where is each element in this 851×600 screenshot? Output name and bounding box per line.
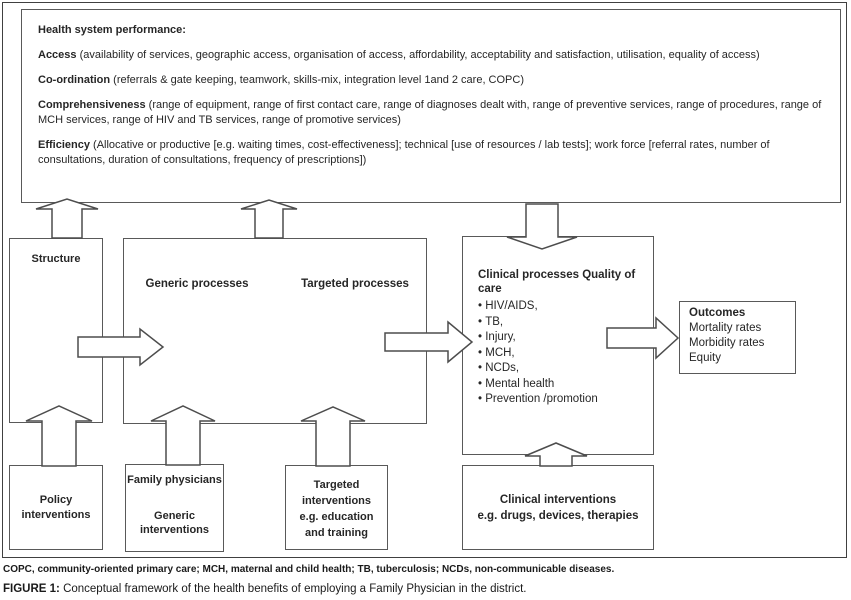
policy-interventions-box: Policy interventions	[9, 465, 103, 550]
processes-box: Generic processes Targeted processes	[123, 238, 427, 424]
performance-item-comprehensiveness: Comprehensiveness (range of equipment, r…	[38, 99, 822, 126]
generic-interventions-line: interventions	[139, 524, 210, 536]
figure-caption-label: FIGURE 1:	[3, 583, 60, 595]
figure-caption-text: Conceptual framework of the health benef…	[59, 583, 527, 595]
clinical-processes-title: Clinical processes Quality of care	[478, 269, 636, 295]
performance-item-coordination: Co-ordination (referrals & gate keeping,…	[38, 74, 524, 86]
structure-box: Structure	[9, 238, 103, 423]
clinical-processes-box: Clinical processes Quality of care HIV/A…	[462, 236, 654, 455]
targeted-interventions-line: interventions	[301, 495, 372, 507]
clinical-interventions-line: Clinical interventions	[499, 493, 617, 506]
targeted-interventions-line: Targeted	[313, 479, 360, 491]
clinical-interventions-box: Clinical interventions e.g. drugs, devic…	[462, 465, 654, 550]
performance-item-access: Access (availability of services, geogra…	[38, 49, 760, 61]
abbreviations-caption: COPC, community-oriented primary care; M…	[3, 564, 615, 575]
performance-item-efficiency: Efficiency (Allocative or productive [e.…	[38, 139, 770, 166]
list-item: HIV/AIDS,	[478, 299, 647, 315]
list-item: NCDs,	[478, 361, 647, 377]
list-item: Injury,	[478, 330, 647, 346]
list-item: Mental health	[478, 377, 647, 393]
outcomes-title: Outcomes	[689, 307, 746, 319]
list-item: MCH,	[478, 346, 647, 362]
outcomes-item: Equity	[689, 352, 721, 364]
targeted-interventions-line: and training	[305, 527, 368, 539]
family-physicians-label: Family physicians	[127, 474, 222, 486]
clinical-interventions-line: e.g. drugs, devices, therapies	[477, 509, 639, 522]
generic-interventions-line: Generic	[154, 510, 195, 522]
targeted-interventions-box: Targeted interventions e.g. education an…	[285, 465, 388, 550]
outcomes-item: Morbidity rates	[689, 337, 765, 349]
performance-title: Health system performance:	[38, 24, 186, 36]
outcomes-box: Outcomes Mortality rates Morbidity rates…	[679, 301, 796, 374]
figure-caption: FIGURE 1: Conceptual framework of the he…	[3, 583, 527, 595]
outcomes-item: Mortality rates	[689, 322, 762, 334]
health-system-performance-box: Health system performance: Access (avail…	[21, 9, 841, 203]
policy-line: interventions	[21, 508, 91, 521]
generic-processes-label: Generic processes	[145, 278, 249, 290]
figure-outer-frame	[2, 2, 847, 558]
clinical-processes-list: HIV/AIDS, TB, Injury, MCH, NCDs, Mental …	[478, 299, 647, 408]
targeted-processes-label: Targeted processes	[301, 278, 409, 290]
family-physicians-box: Family physicians Generic interventions	[125, 464, 224, 552]
list-item: Prevention /promotion	[478, 392, 647, 408]
policy-line: Policy	[39, 493, 73, 506]
list-item: TB,	[478, 315, 647, 331]
targeted-interventions-line: e.g. education	[299, 511, 374, 523]
structure-label: Structure	[31, 253, 81, 265]
